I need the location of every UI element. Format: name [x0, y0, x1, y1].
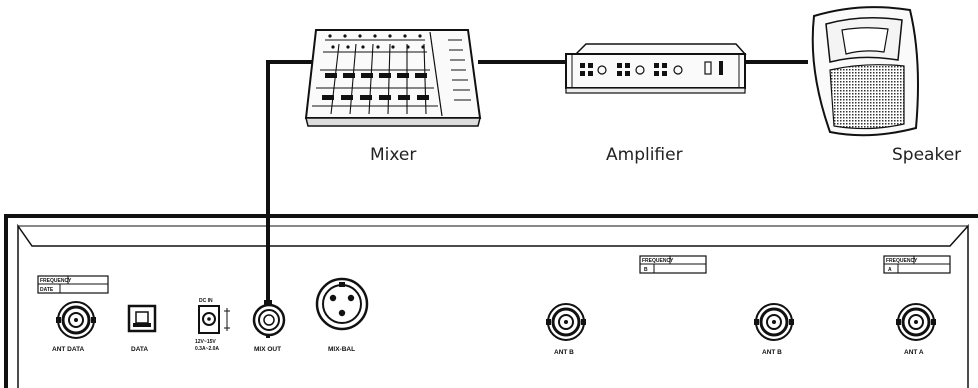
frequency-value: A [888, 267, 892, 273]
frequency-label-box-a: FREQUENCY A [883, 255, 951, 274]
mixer-label: Mixer [370, 145, 416, 165]
mixer-icon [304, 29, 482, 127]
frequency-value: DATE [40, 287, 54, 293]
ant-b-connector-1 [546, 303, 586, 341]
ant-b-label-1: ANT B [554, 349, 574, 356]
frequency-label-box-date: FREQUENCY DATE [37, 275, 109, 294]
dc-current-rating: 0.3A~2.0A [195, 346, 219, 352]
ant-data-label: ANT DATA [52, 346, 85, 353]
speaker-icon [811, 6, 919, 137]
ant-a-label: ANT A [904, 349, 924, 356]
ant-b-connector-2 [754, 303, 794, 341]
dc-in-label: DC IN [199, 298, 213, 304]
frequency-label-box-b: FREQUENCY B [639, 255, 707, 274]
mix-out-jack [252, 303, 286, 337]
mix-bal-xlr-connector [315, 277, 369, 331]
receiver-rear-panel [4, 214, 978, 388]
ant-b-label-2: ANT B [762, 349, 782, 356]
ant-a-connector [896, 303, 936, 341]
dc-in-jack [198, 305, 230, 334]
amplifier-label: Amplifier [606, 145, 683, 165]
frequency-title: FREQUENCY [40, 278, 72, 284]
frequency-value: B [644, 267, 648, 273]
frequency-title: FREQUENCY [642, 258, 674, 264]
cable-plug [264, 300, 272, 306]
dc-voltage-rating: 12V~15V [195, 339, 216, 345]
frequency-title: FREQUENCY [886, 258, 918, 264]
speaker-label: Speaker [892, 145, 961, 165]
amplifier-icon [565, 43, 747, 94]
data-port [127, 304, 157, 333]
ant-data-connector [56, 301, 96, 339]
data-label: DATA [131, 346, 148, 353]
mix-bal-label: MIX-BAL [328, 346, 355, 353]
mix-out-label: MIX OUT [254, 346, 281, 353]
